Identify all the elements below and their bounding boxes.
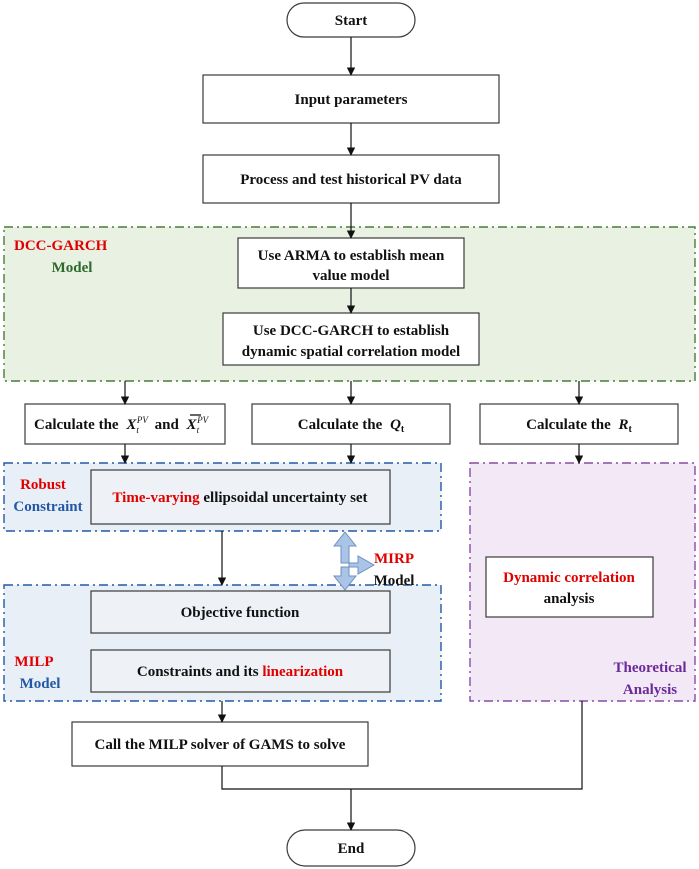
dcc-group-title-1: DCC-GARCH — [14, 238, 108, 254]
uncertainty-set-label: Time-varying ellipsoidal uncertainty set — [112, 490, 367, 506]
line-solver-merge — [221, 766, 351, 790]
constraints-label: Constraints and its linearization — [137, 664, 344, 680]
milp-group-title-1: MILP — [14, 654, 53, 670]
start-label: Start — [335, 13, 368, 29]
line-theory-merge — [351, 701, 583, 790]
dcc-model-label-1: Use DCC-GARCH to establish — [253, 323, 450, 339]
dcc-group-title-2: Model — [52, 260, 93, 276]
end-label: End — [338, 841, 365, 857]
process-data-label: Process and test historical PV data — [240, 172, 462, 188]
robust-group-title-2: Constraint — [13, 499, 82, 515]
constraints-box — [90, 649, 391, 693]
theory-group-title-2: Analysis — [623, 682, 677, 698]
objective-function-label: Objective function — [181, 605, 300, 621]
solver-box — [71, 721, 369, 767]
dynamic-correlation-label-2: analysis — [544, 591, 595, 607]
arma-model-label-1: Use ARMA to establish mean — [258, 248, 445, 264]
theory-group-title-1: Theoretical — [613, 660, 686, 676]
dynamic-correlation-box — [485, 556, 654, 618]
uncertainty-set-box — [90, 469, 391, 525]
calc-x-box — [24, 403, 226, 445]
mirp-label-2: Model — [374, 573, 415, 589]
robust-group-title-1: Robust — [20, 477, 66, 493]
dcc-model-box — [222, 312, 480, 366]
calc-r-label: Calculate the Rt — [526, 417, 632, 435]
calc-r-box — [479, 403, 679, 445]
objective-function-box — [90, 590, 391, 634]
calc-q-label: Calculate the Qt — [298, 417, 405, 435]
dcc-model-label-2: dynamic spatial correlation model — [242, 344, 460, 360]
mirp-label-1: MIRP — [374, 551, 414, 567]
milp-group-title-2: Model — [20, 676, 61, 692]
solver-label: Call the MILP solver of GAMS to solve — [95, 737, 346, 753]
arma-model-box — [237, 237, 465, 289]
input-parameters-label: Input parameters — [295, 92, 408, 108]
input-parameters-box — [202, 74, 500, 124]
arma-model-label-2: value model — [312, 268, 389, 284]
calc-x-label: Calculate the XtPV and XtPV — [34, 411, 210, 435]
dynamic-correlation-label-1: Dynamic correlation — [503, 570, 635, 586]
mirp-double-arrow — [332, 531, 376, 591]
process-data-box — [202, 154, 500, 204]
